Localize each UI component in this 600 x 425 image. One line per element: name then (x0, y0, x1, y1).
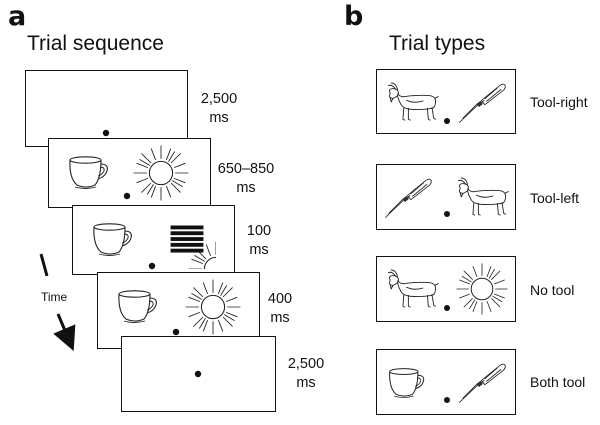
goat-icon (383, 80, 441, 124)
screwdriver-icon (457, 82, 511, 124)
cup-icon (67, 154, 111, 190)
panel-a-title: Trial sequence (27, 32, 164, 55)
duration-label-cue: 650–850 ms (214, 160, 278, 198)
time-label: Time (41, 290, 68, 304)
fixation-dot (172, 328, 180, 336)
duration-label-mask: 100 ms (239, 222, 279, 260)
duration-unit: ms (296, 375, 316, 391)
panel-b-letter: b (344, 1, 364, 32)
duration-label-target: 400 ms (262, 290, 298, 328)
fixation-dot (444, 397, 450, 403)
sun-icon (132, 144, 190, 202)
trial-type-label: No tool (530, 282, 575, 298)
duration-value: 100 (246, 223, 272, 239)
duration-value: 400 (267, 291, 293, 307)
duration-label-blank-start: 2,500 ms (196, 90, 242, 128)
duration-value: 2,500 (287, 356, 325, 372)
goat-icon (383, 267, 441, 311)
fixation-dot (102, 129, 110, 137)
trial-type-frame-tool-left (376, 164, 516, 230)
duration-unit: ms (236, 180, 256, 196)
trial-frame-mask (72, 205, 235, 275)
sun-icon (184, 278, 242, 336)
goat-icon (453, 175, 511, 219)
trial-type-label: Tool-right (530, 94, 588, 110)
panel-b-title: Trial types (389, 32, 486, 55)
cup-icon (387, 366, 427, 399)
fixation-dot (444, 305, 450, 311)
sun-icon (455, 262, 509, 316)
duration-label-blank-end: 2,500 ms (283, 355, 329, 393)
duration-unit: ms (270, 310, 290, 326)
trial-type-frame-both-tool (376, 349, 516, 415)
duration-value: 2,500 (200, 91, 238, 107)
trial-type-label: Both tool (530, 374, 586, 390)
trial-type-frame-no-tool (376, 256, 516, 322)
trial-type-label: Tool-left (530, 190, 580, 206)
panel-a-letter: a (8, 1, 27, 32)
trial-type-frame-tool-right (376, 69, 516, 134)
fixation-dot (123, 192, 131, 200)
fixation-dot (444, 211, 450, 217)
screwdriver-icon (457, 362, 511, 404)
duration-value: 650–850 (217, 161, 275, 177)
screwdriver-icon (383, 177, 437, 219)
trial-frame-blank-start (25, 70, 188, 147)
cup-icon (91, 221, 135, 257)
fixation-dot (148, 262, 156, 270)
trial-frame-blank-end (121, 336, 276, 412)
duration-unit: ms (209, 110, 229, 126)
masked-sun-icon (158, 211, 216, 269)
duration-unit: ms (249, 242, 269, 258)
fixation-dot (194, 370, 202, 378)
time-arrow (39, 253, 76, 352)
trial-frame-cue (48, 138, 211, 208)
cup-icon (116, 288, 160, 324)
fixation-dot (444, 118, 450, 124)
